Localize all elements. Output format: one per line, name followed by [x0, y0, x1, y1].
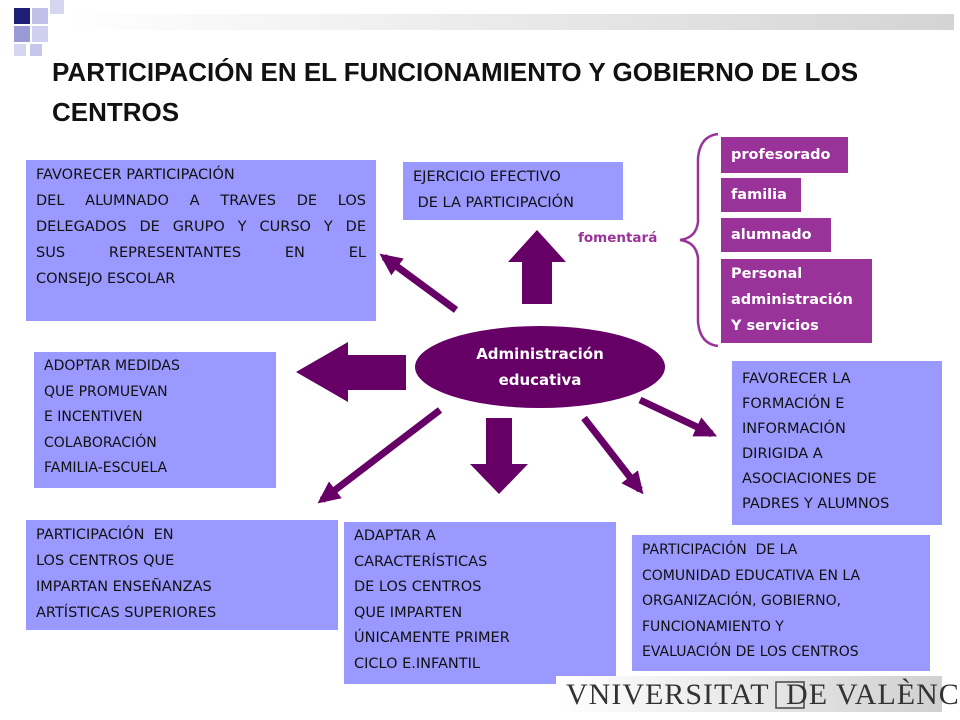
box-ejercicio-efectivo: EJERCICIO EFECTIVO DE LA PARTICIPACIÓN: [403, 162, 623, 220]
box-line: QUE IMPARTEN: [354, 604, 463, 621]
box-line: ASOCIACIONES DE: [742, 471, 877, 487]
arrow-to-bottom-left: [317, 407, 443, 504]
box-line: CONSEJO ESCOLAR: [36, 271, 176, 287]
box-line: LOS CENTROS QUE: [36, 553, 175, 569]
box-line: PADRES Y ALUMNOS: [742, 496, 890, 512]
box-participacion-comunidad: PARTICIPACIÓN DE LA COMUNIDAD EDUCATIVA …: [632, 535, 930, 671]
box-favorecer-participacion-alumnado: FAVORECER PARTICIPACIÓN DEL ALUMNADO A T…: [26, 160, 376, 321]
box-line: FAVORECER LA: [742, 371, 851, 387]
box-line: EJERCICIO EFECTIVO: [413, 169, 561, 185]
box-line: E INCENTIVEN: [44, 409, 143, 425]
box-line: ARTÍSTICAS SUPERIORES: [36, 605, 217, 621]
stakeholder-label: Personal: [731, 266, 803, 282]
central-node-line-1: Administración: [476, 345, 604, 363]
box-line: PARTICIPACIÓN EN: [36, 527, 174, 543]
decor-square-light: [30, 44, 42, 56]
stakeholder-personal: Personal administración Y servicios: [721, 259, 872, 343]
arrow-up: [508, 230, 566, 304]
arrow-down: [470, 418, 528, 494]
box-line: PARTICIPACIÓN DE LA: [642, 542, 798, 558]
arrow-to-top-left: [379, 253, 459, 313]
box-line: DELEGADOS DE GRUPO Y CURSO Y DE: [36, 219, 366, 235]
box-line: ADOPTAR MEDIDAS: [44, 358, 180, 374]
box-line: FAVORECER PARTICIPACIÓN: [36, 167, 235, 183]
stakeholder-label: profesorado: [731, 147, 831, 163]
stakeholder-label: familia: [731, 187, 787, 203]
decor-top-bar: [64, 14, 954, 30]
box-line: COLABORACIÓN: [44, 434, 157, 451]
brace: [679, 132, 719, 348]
decor-square-mid: [14, 26, 30, 42]
box-line: FUNCIONAMIENTO Y: [642, 618, 784, 635]
decor-square-navy: [14, 8, 30, 24]
box-adaptar-caracteristicas: ADAPTAR A CARACTERÍSTICAS DE LOS CENTROS…: [344, 522, 616, 684]
box-favorecer-formacion: FAVORECER LA FORMACIÓN E INFORMACIÓN DIR…: [732, 361, 942, 525]
title-line-2: CENTROS: [52, 97, 180, 127]
stakeholder-alumnado: alumnado: [721, 218, 831, 252]
box-line: IMPARTAN ENSEÑANZAS: [36, 579, 212, 595]
connector-label: fomentará: [578, 230, 658, 246]
page-title: PARTICIPACIÓN EN EL FUNCIONAMIENTO Y GOB…: [52, 52, 932, 132]
decor-square-light: [32, 8, 48, 24]
university-logo: [556, 676, 942, 712]
box-line: INFORMACIÓN: [742, 421, 846, 437]
box-line: SUS REPRESENTANTES EN EL: [36, 245, 366, 261]
box-line: COMUNIDAD EDUCATIVA EN LA: [642, 567, 861, 584]
box-line: DE LA PARTICIPACIÓN: [413, 195, 574, 211]
central-node-line-2: educativa: [498, 371, 582, 389]
decor-square-light: [50, 0, 64, 14]
box-line: FORMACIÓN E: [742, 396, 845, 412]
stakeholder-familia: familia: [721, 178, 801, 212]
box-line: QUE PROMUEVAN: [44, 383, 168, 400]
arrow-to-mid-right: [638, 396, 718, 438]
box-line: EVALUACIÓN DE LOS CENTROS: [642, 644, 859, 660]
arrow-left: [296, 342, 406, 402]
box-line: ADAPTAR A: [354, 528, 436, 544]
box-ensenanzas-artisticas: PARTICIPACIÓN EN LOS CENTROS QUE IMPARTA…: [26, 520, 338, 630]
central-node: Administración educativa: [415, 326, 665, 408]
box-line: ORGANIZACIÓN, GOBIERNO,: [642, 593, 842, 609]
university-logo-text: VNIVERSITAT DE VALÈNCIA: [566, 678, 960, 711]
box-line: ÚNICAMENTE PRIMER: [354, 630, 510, 646]
title-line-1: PARTICIPACIÓN EN EL FUNCIONAMIENTO Y GOB…: [52, 57, 859, 87]
box-line: FAMILIA-ESCUELA: [44, 460, 168, 476]
arrow-to-bottom-right: [581, 415, 644, 495]
decor-square-light: [14, 44, 26, 56]
stakeholder-label: Y servicios: [731, 318, 819, 334]
box-line: CARACTERÍSTICAS: [354, 553, 488, 570]
box-line: DIRIGIDA A: [742, 446, 823, 462]
box-line: DE LOS CENTROS: [354, 579, 482, 595]
stakeholder-label: alumnado: [731, 227, 812, 243]
decor-square-light: [32, 26, 48, 42]
box-adoptar-medidas: ADOPTAR MEDIDAS QUE PROMUEVAN E INCENTIV…: [34, 352, 276, 488]
stakeholder-profesorado: profesorado: [721, 137, 848, 173]
box-line: CICLO E.INFANTIL: [354, 655, 480, 672]
stakeholder-label: administración: [731, 292, 853, 308]
box-line: DEL ALUMNADO A TRAVES DE LOS: [36, 193, 366, 209]
